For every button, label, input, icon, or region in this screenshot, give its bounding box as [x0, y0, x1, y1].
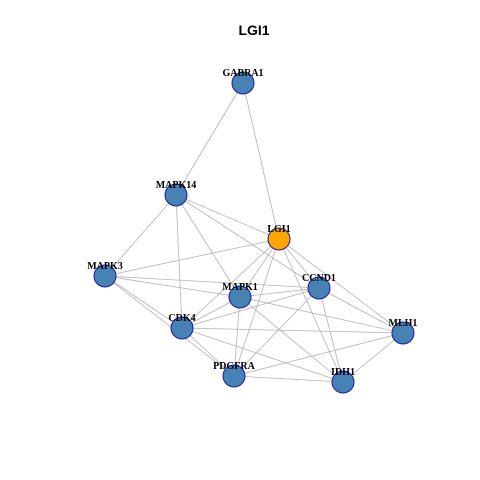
node-label: LGI1 [267, 224, 290, 235]
node-circle [170, 316, 194, 340]
edge-lgi1-mlh1 [278, 238, 404, 334]
node-pdgfra: PDGFRA [213, 361, 256, 388]
edge-gabra1-mapk14 [175, 82, 244, 196]
edge-ccnd1-mlh1 [318, 287, 404, 334]
node-label: IDH1 [331, 367, 355, 378]
node-mapk3: MAPK3 [87, 261, 123, 288]
edge-mapk14-mapk1 [175, 194, 241, 298]
edge-cdk4-idh1 [181, 327, 344, 383]
edge-gabra1-lgi1 [242, 82, 280, 240]
edge-mapk1-ccnd1 [239, 287, 320, 298]
node-circle [307, 276, 331, 300]
node-label: MAPK1 [222, 282, 258, 293]
node-circle [331, 370, 355, 394]
node-circle [93, 264, 117, 288]
edge-mapk3-ccnd1 [104, 275, 320, 289]
edge-lgi1-pdgfra [233, 238, 280, 377]
node-mapk1: MAPK1 [222, 282, 258, 309]
edge-mapk14-lgi1 [175, 194, 280, 240]
node-idh1: IDH1 [331, 367, 355, 394]
edge-mapk3-mapk1 [104, 275, 241, 298]
edge-ccnd1-idh1 [318, 287, 344, 383]
node-lgi1: LGI1 [267, 224, 291, 251]
edge-mapk14-cdk4 [175, 194, 183, 329]
edge-mapk1-idh1 [239, 296, 344, 383]
node-circle [391, 321, 415, 345]
graph-title: LGI1 [238, 22, 269, 38]
edge-idh1-mlh1 [342, 332, 404, 383]
node-label: MAPK3 [87, 261, 123, 272]
node-circle [222, 364, 246, 388]
node-circle [231, 71, 255, 95]
node-gabra1: GABRA1 [222, 68, 264, 95]
edge-mapk14-ccnd1 [175, 194, 320, 289]
edge-lgi1-mapk1 [239, 238, 280, 298]
edge-ccnd1-pdgfra [233, 287, 320, 377]
node-label: CCND1 [302, 273, 336, 284]
node-label: PDGFRA [213, 361, 255, 372]
node-circle [228, 285, 252, 309]
node-cdk4: CDK4 [168, 313, 196, 340]
node-mlh1: MLH1 [389, 318, 418, 345]
edge-mapk3-lgi1 [104, 238, 280, 277]
edge-cdk4-mlh1 [181, 327, 404, 334]
edge-mapk3-cdk4 [104, 275, 183, 329]
edge-lgi1-cdk4 [181, 238, 280, 329]
edge-cdk4-pdgfra [181, 327, 235, 377]
edge-mapk1-pdgfra [233, 296, 241, 377]
edge-mapk14-mapk3 [104, 194, 177, 277]
edge-pdgfra-mlh1 [233, 332, 404, 377]
node-circle [164, 183, 188, 207]
edge-layer [104, 82, 404, 383]
node-ccnd1: CCND1 [302, 273, 336, 300]
node-label: MLH1 [389, 318, 418, 329]
node-label: MAPK14 [156, 180, 197, 191]
node-label: CDK4 [168, 313, 195, 324]
edge-lgi1-idh1 [278, 238, 344, 383]
edge-mapk3-pdgfra [104, 275, 235, 377]
edge-ccnd1-cdk4 [181, 287, 320, 329]
node-mapk14: MAPK14 [156, 180, 197, 207]
node-circle [267, 227, 291, 251]
node-label: GABRA1 [222, 68, 263, 79]
edge-pdgfra-idh1 [233, 375, 344, 383]
